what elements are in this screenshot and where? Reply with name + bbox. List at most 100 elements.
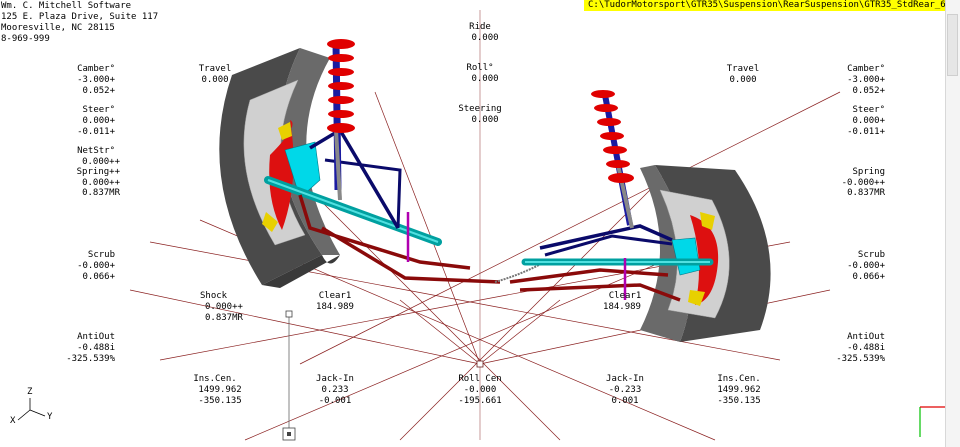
left-jackin-value2: -0.001 xyxy=(318,396,352,406)
left-travel-label: Travel xyxy=(198,64,232,74)
left-inscen-value2: -350.135 xyxy=(198,396,242,406)
left-steer-value1: 0.000+ xyxy=(82,116,115,126)
jack-line-right xyxy=(479,299,561,365)
rollcen-label: Roll Cen xyxy=(458,374,502,384)
left-camber-value1: -3.000+ xyxy=(77,75,115,85)
left-jackin-label: Jack-In xyxy=(316,374,354,384)
right-clear-label: Clear1 xyxy=(608,291,642,301)
steering-label: Steering xyxy=(458,104,502,114)
right-spring-value2: 0.837MR xyxy=(847,188,885,198)
right-lower-arm-front xyxy=(509,268,669,284)
company-address2: Mooresville, NC 28115 xyxy=(1,23,115,33)
right-jackin-value1: -0.233 xyxy=(608,385,642,395)
axis-y-label: Y xyxy=(47,412,53,422)
axis-z-label: Z xyxy=(27,387,33,397)
left-suspension[interactable] xyxy=(264,39,501,284)
roll-line-left-b xyxy=(289,169,561,441)
right-lower-arm-rear xyxy=(519,283,681,302)
left-tie-rod-highlight xyxy=(267,179,439,243)
roll-line-left-a xyxy=(374,91,481,365)
vertical-scrollbar[interactable] xyxy=(945,0,960,447)
left-shock-rod xyxy=(334,129,342,201)
left-camber-value2: 0.052+ xyxy=(82,86,115,96)
right-inscen-value2: -350.135 xyxy=(717,396,761,406)
ride-value: 0.000 xyxy=(471,33,499,43)
right-camber-value1: -3.000+ xyxy=(847,75,885,85)
left-netstr-label: NetStr° xyxy=(77,146,115,156)
rollcen-value2: -195.661 xyxy=(458,396,502,406)
company-code: 8-969-999 xyxy=(1,34,50,44)
left-shock-value1: 0.000++ xyxy=(205,302,243,312)
left-steer-label: Steer° xyxy=(82,105,115,115)
ride-marker-top[interactable] xyxy=(285,310,293,318)
right-wheel[interactable] xyxy=(640,165,771,342)
right-jackin-value2: 0.001 xyxy=(611,396,639,406)
scrollbar-thumb[interactable] xyxy=(947,14,958,76)
company-name: Wm. C. Mitchell Software xyxy=(1,1,132,11)
left-scrub-label: Scrub xyxy=(87,250,115,260)
right-inscen-label: Ins.Cen. xyxy=(717,374,761,384)
company-address1: 125 E. Plaza Drive, Suite 117 xyxy=(1,12,159,22)
left-shock-label: Shock xyxy=(200,291,228,301)
left-caliper-bottom xyxy=(262,212,278,232)
left-inscen-value1: 1499.962 xyxy=(198,385,242,395)
right-steer-value1: 0.000+ xyxy=(852,116,885,126)
left-lower-arm-rear xyxy=(321,226,501,284)
left-caliper-top xyxy=(278,122,292,140)
roll-center-marker[interactable] xyxy=(476,360,484,368)
right-clear-value: 184.989 xyxy=(603,302,641,312)
left-antiout-value1: -0.488i xyxy=(77,343,115,353)
left-antiout-value2: -325.539% xyxy=(66,354,115,364)
right-camber-value2: 0.052+ xyxy=(852,86,885,96)
left-travel-value: 0.000 xyxy=(201,75,229,85)
file-path-bar: C:\TudorMotorsport\GTR35\Suspension\Rear… xyxy=(584,0,960,11)
left-clear-label: Clear1 xyxy=(318,291,352,301)
jack-line-left xyxy=(399,299,481,365)
right-steer-label: Steer° xyxy=(852,105,885,115)
right-antiout-value2: -325.539% xyxy=(836,354,885,364)
left-wheel[interactable] xyxy=(219,48,340,288)
left-steer-value2: -0.011+ xyxy=(77,127,115,137)
right-upper-arm-rear xyxy=(544,234,673,257)
left-brake-disc xyxy=(269,120,294,230)
left-netstr-value: 0.000++ xyxy=(82,157,120,167)
roll-value: 0.000 xyxy=(471,74,499,84)
right-scrub-value2: 0.066+ xyxy=(852,272,885,282)
rollcen-value1: -0.000 xyxy=(463,385,497,395)
right-camber-label: Camber° xyxy=(847,64,885,74)
ride-reference xyxy=(282,310,484,441)
axis-triad xyxy=(17,398,46,421)
left-clear-value: 184.989 xyxy=(316,302,354,312)
left-spring-coils xyxy=(327,39,355,133)
left-antiout-label: AntiOut xyxy=(77,332,115,342)
right-spring-coils xyxy=(591,90,634,183)
right-upper-arm-front xyxy=(539,224,673,250)
left-jackin-value1: 0.233 xyxy=(321,385,349,395)
right-caliper-bottom xyxy=(688,290,705,306)
right-caliper-top xyxy=(700,212,715,230)
right-antiout-value1: -0.488i xyxy=(847,343,885,353)
right-inscen-value1: 1499.962 xyxy=(717,385,761,395)
corner-triad xyxy=(919,406,945,437)
ground-line-left xyxy=(129,289,481,365)
left-scrub-value1: -0.000+ xyxy=(77,261,115,271)
left-spring-label: Spring++ xyxy=(76,167,120,177)
left-upright xyxy=(284,141,321,199)
left-lower-arm-front xyxy=(298,194,471,270)
right-jackin-label: Jack-In xyxy=(606,374,644,384)
left-spring-value2: 0.837MR xyxy=(82,188,120,198)
left-upper-arm-rear xyxy=(324,158,402,229)
right-travel-label: Travel xyxy=(726,64,760,74)
left-tire-side xyxy=(279,48,340,255)
right-scrub-label: Scrub xyxy=(857,250,885,260)
roll-label: Roll° xyxy=(466,63,494,73)
steering-value: 0.000 xyxy=(471,115,499,125)
left-camber-label: Camber° xyxy=(77,64,115,74)
left-shock-value2: 0.837MR xyxy=(205,313,243,323)
roll-line-right-a xyxy=(299,91,841,365)
ride-label: Ride xyxy=(469,22,491,32)
right-spring-label: Spring xyxy=(852,167,885,177)
right-suspension[interactable] xyxy=(509,90,714,302)
